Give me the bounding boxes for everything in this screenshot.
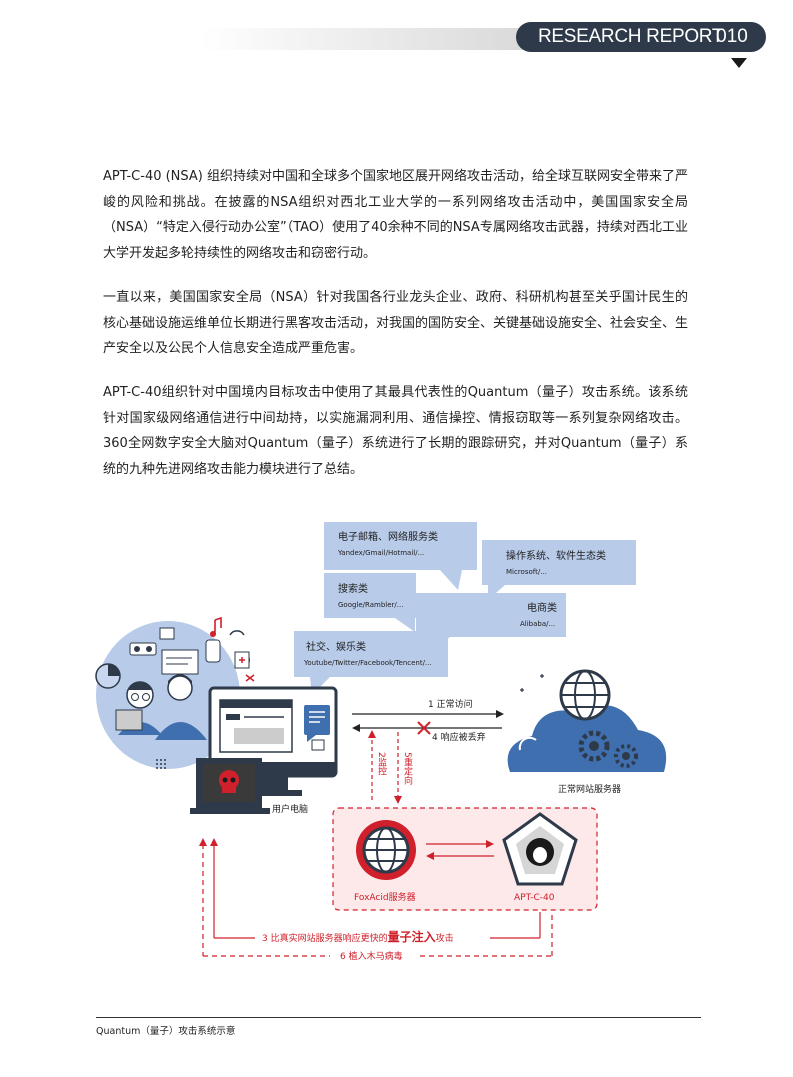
apt-label: APT-C-40 <box>514 893 555 903</box>
bubble-social-sub: Youtube/Twitter/Facebook/Tencent/... <box>303 659 432 667</box>
monitor-redirect-arrows: 2监控 5重定向 <box>368 730 413 804</box>
server-label: 正常网站服务器 <box>558 783 621 795</box>
injection-paths: 3 比真实网站服务器响应更快的量子注入攻击 6 植入木马病毒 <box>199 838 553 962</box>
page-number: 010 <box>716 26 748 47</box>
step3-prefix: 3 比真实网站服务器响应更快的 <box>262 932 388 944</box>
bubble-search-sub: Google/Rambler/... <box>338 601 403 609</box>
paragraph-1: APT-C-40 (NSA) 组织持续对中国和全球多个国家地区展开网络攻击活动，… <box>103 169 689 261</box>
normal-server-icon: 正常网站服务器 <box>507 669 667 795</box>
triangle-down-icon <box>731 58 747 68</box>
quantum-attack-diagram: 电子邮箱、网络服务类 Yandex/Gmail/Hotmail/... 操作系统… <box>0 500 793 980</box>
bubble-email-title: 电子邮箱、网络服务类 <box>338 530 438 543</box>
step3-suffix: 攻击 <box>436 932 454 944</box>
attack-box: FoxAcid服务器 APT-C-40 <box>332 807 598 911</box>
header-fade-bar <box>200 28 530 50</box>
header-pill <box>516 22 766 52</box>
caption-divider <box>96 1017 701 1018</box>
bubble-ecommerce-title: 电商类 <box>527 601 557 614</box>
user-pc-icon: 用户电脑 <box>190 686 338 815</box>
step4-label: 4 响应被丢弃 <box>432 731 486 743</box>
bubble-search-title: 搜索类 <box>338 582 368 595</box>
foxacid-label: FoxAcid服务器 <box>354 891 416 903</box>
paragraph-3: APT-C-40组织针对中国境内目标攻击中使用了其最具代表性的Quantum（量… <box>103 385 688 477</box>
normal-access-arrows: 1 正常访问 4 响应被丢弃 <box>352 698 504 743</box>
paragraph-2: 一直以来，美国国家安全局（NSA）针对我国各行业龙头企业、政府、科研机构甚至关乎… <box>103 290 689 356</box>
users-illustration <box>95 616 255 769</box>
step2-label: 2监控 <box>376 752 387 777</box>
bubble-os: 操作系统、软件生态类 Microsoft/... <box>482 540 636 600</box>
step1-label: 1 正常访问 <box>428 698 473 710</box>
bubble-social: 社交、娱乐类 Youtube/Twitter/Facebook/Tencent/… <box>294 631 448 695</box>
step3-emphasis: 量子注入 <box>388 929 436 944</box>
step6-label: 6 植入木马病毒 <box>340 950 403 962</box>
svg-text:3 比真实网站服务器响应更快的量子注入攻击: 3 比真实网站服务器响应更快的量子注入攻击 <box>262 929 454 944</box>
bubble-email-sub: Yandex/Gmail/Hotmail/... <box>337 549 424 557</box>
figure-caption: Quantum（量子）攻击系统示意 <box>96 1026 236 1037</box>
bubble-search: 搜索类 Google/Rambler/... <box>324 573 416 632</box>
bubble-os-sub: Microsoft/... <box>506 568 547 576</box>
bubble-email: 电子邮箱、网络服务类 Yandex/Gmail/Hotmail/... <box>324 522 477 590</box>
bubble-os-title: 操作系统、软件生态类 <box>506 549 606 562</box>
user-pc-label: 用户电脑 <box>272 803 308 815</box>
drop-x-icon <box>417 721 431 735</box>
bubble-ecommerce-sub: Alibaba/... <box>520 620 555 628</box>
step5-label: 5重定向 <box>402 752 413 785</box>
header-title: RESEARCH REPORT <box>538 26 724 47</box>
bubble-social-title: 社交、娱乐类 <box>306 640 366 653</box>
